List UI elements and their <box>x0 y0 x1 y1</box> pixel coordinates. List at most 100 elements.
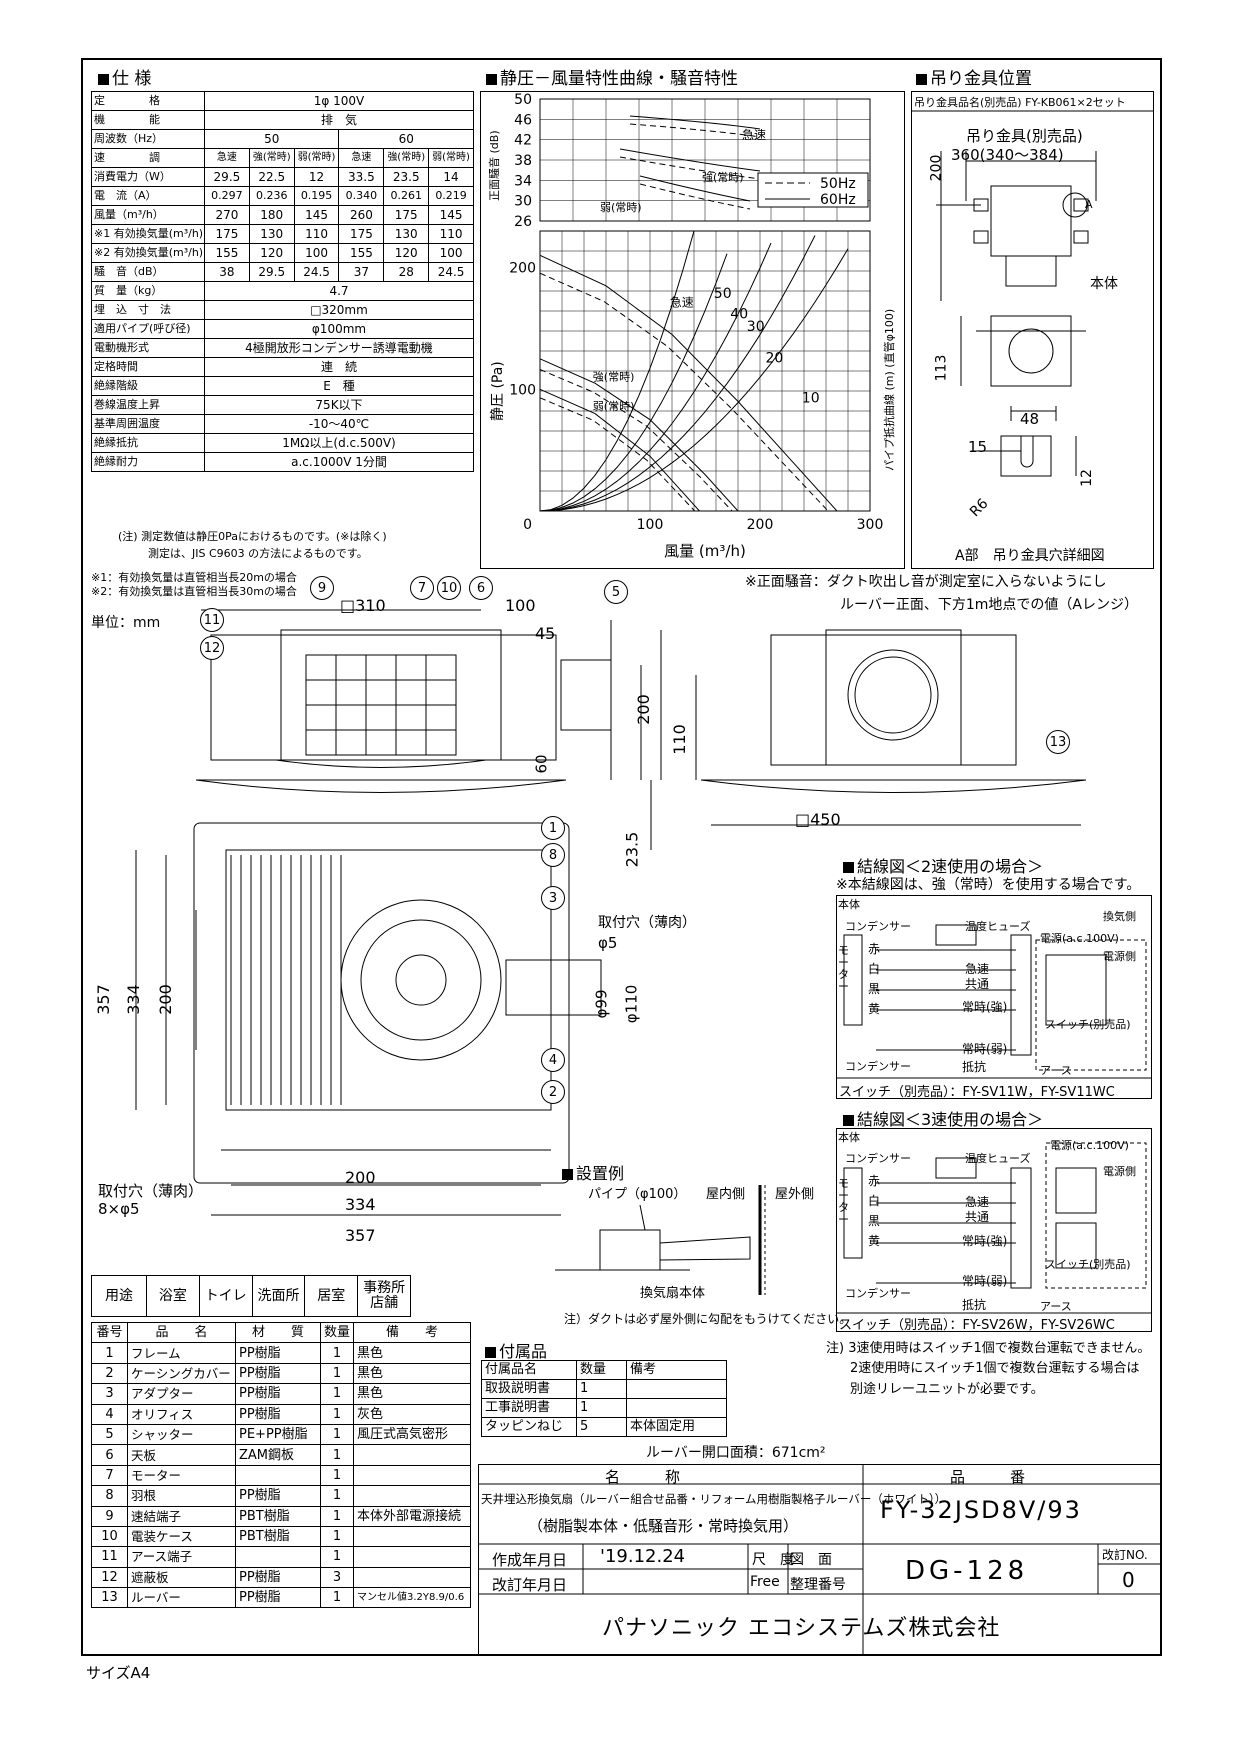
parts-cell: PP樹脂 <box>235 1383 321 1405</box>
pressure-xtick: 100 <box>637 517 664 533</box>
use-item: 居室 <box>304 1275 359 1317</box>
spec-value: 145 <box>428 205 474 225</box>
noise-curve-50hz <box>619 148 761 172</box>
install-outdoor: 屋外側 <box>775 1187 815 1202</box>
spec-value: 110 <box>428 224 474 244</box>
acc-header: 数量 <box>576 1360 627 1380</box>
spec-value: 14 <box>428 167 474 187</box>
callout-4: 4 <box>541 1048 565 1072</box>
spec-value: 0.340 <box>338 186 385 206</box>
mount-hole-count: 8×φ5 <box>98 1200 140 1218</box>
hanger-caption: A部 吊り金具穴詳細図 <box>955 548 1105 564</box>
product-name-2: （樹脂製本体・低騒音形・常時換気用） <box>528 1517 799 1535</box>
ref-label: 整理番号 <box>790 1577 846 1593</box>
acc-header: 備考 <box>626 1360 727 1380</box>
wiring3-cap: コンデンサー <box>845 1152 911 1165</box>
noise-curve-60hz <box>639 183 751 210</box>
footnote-1: ※1：有効換気量は直管相当長20mの場合 <box>91 571 297 584</box>
spec-row: 埋 込 寸 法□320mm <box>91 300 474 320</box>
dim-334-h: 334 <box>345 1195 376 1214</box>
use-item: 洗面所 <box>251 1275 306 1317</box>
wiring2-color-yellow: 黄 <box>868 1002 881 1016</box>
mount-hole-dia: φ5 <box>598 934 618 952</box>
revision-number: 0 <box>1122 1568 1135 1592</box>
spec-value: 130 <box>248 224 295 244</box>
spec-value: 4.7 <box>204 281 474 301</box>
parts-header-row: 番号品 名材 質数量備 考 <box>91 1321 471 1344</box>
wiring3-note-2: 2速使用時にスイッチ1個で複数台運転する場合は <box>850 1361 1140 1376</box>
dim-23-5: 23.5 <box>622 831 642 868</box>
model-number: FY-32JSD8V/93 <box>880 1496 1082 1524</box>
parts-cell: 1 <box>320 1464 354 1487</box>
wiring3-color-red: 赤 <box>868 1174 881 1188</box>
callout-13: 13 <box>1046 730 1070 754</box>
product-name-1: 天井埋込形換気扇（ルーバー組合せ品番・リフォーム用樹脂製格子ルーバー（ホワイト）… <box>481 1492 947 1506</box>
noise-ytick: 26 <box>514 214 532 230</box>
spec-label: 機 能 <box>91 110 205 130</box>
pipe-length-label: 50 <box>714 286 732 302</box>
parts-cell: 1 <box>320 1525 354 1548</box>
spec-label: 速 調 <box>91 148 205 168</box>
parts-cell <box>353 1525 471 1548</box>
spec-value: 50 <box>203 129 340 149</box>
spec-value: 1MΩ以上(d.c.500V) <box>204 433 474 453</box>
dim-200-v: 200 <box>155 984 175 1015</box>
acc-cell <box>626 1398 727 1418</box>
dim-357-h: 357 <box>345 1226 376 1245</box>
pipe-length-label: 30 <box>747 319 765 335</box>
parts-cell: 11 <box>91 1546 128 1568</box>
dim-357-v: 357 <box>93 984 113 1015</box>
parts-cell: 6 <box>91 1444 128 1466</box>
parts-header: 品 名 <box>127 1321 236 1344</box>
wiring2-t4: 常時(弱) <box>962 1042 1008 1056</box>
wiring2-body: 本体 <box>838 898 860 911</box>
spec-value: 175 <box>338 224 385 244</box>
noise-legend <box>757 172 869 208</box>
spec-value: 38 <box>204 262 250 282</box>
parts-cell: 本体外部電源接続 <box>353 1505 471 1527</box>
fan-curve-60hz <box>539 358 739 512</box>
pressure-xtick: 200 <box>747 517 774 533</box>
wiring3-switch-models: スイッチ（別売品）：FY-SV26W，FY-SV26WC <box>839 1318 1115 1333</box>
parts-cell <box>353 1566 471 1589</box>
noise-curve-50hz <box>639 175 751 202</box>
parts-cell: 1 <box>320 1505 354 1527</box>
parts-cell: 速結端子 <box>127 1505 236 1527</box>
parts-cell: 天板 <box>127 1444 236 1466</box>
install-pipe: パイプ（φ100） <box>588 1187 687 1202</box>
wiring3-color-black: 黒 <box>868 1214 881 1228</box>
spec-label: 巻線温度上昇 <box>91 395 205 415</box>
noise-ytick: 34 <box>514 173 532 189</box>
legend-label-60hz: 60Hz <box>820 192 856 208</box>
wiring2-cap: コンデンサー <box>845 920 911 933</box>
scale-label: 尺 度 <box>752 1552 794 1568</box>
parts-cell: ZAM鋼板 <box>235 1444 321 1466</box>
wiring3-t4: 常時(弱) <box>962 1274 1008 1288</box>
parts-cell: PP樹脂 <box>235 1342 321 1364</box>
pressure-ylabel: 静圧 (Pa) <box>490 361 506 421</box>
wiring3-note-3: 別途リレーユニットが必要です。 <box>850 1382 1044 1397</box>
drawing-number: DG-128 <box>905 1556 1029 1586</box>
pressure-xlabel: 風量 (m³/h) <box>664 542 746 560</box>
pipe-resistance-curve <box>539 248 849 512</box>
parts-cell: 電装ケース <box>127 1525 236 1548</box>
spec-label: 騒 音（dB） <box>91 262 205 282</box>
spec-value: 60 <box>338 129 474 149</box>
spec-value: 0.195 <box>293 186 340 206</box>
use-item: 浴室 <box>146 1275 200 1317</box>
parts-cell: 1 <box>320 1423 354 1446</box>
parts-cell: 7 <box>91 1464 128 1487</box>
parts-cell: 遮蔽板 <box>127 1566 236 1589</box>
title-block-lines <box>478 1464 1162 1656</box>
parts-cell: PP樹脂 <box>235 1587 321 1609</box>
parts-cell: 1 <box>320 1403 354 1425</box>
